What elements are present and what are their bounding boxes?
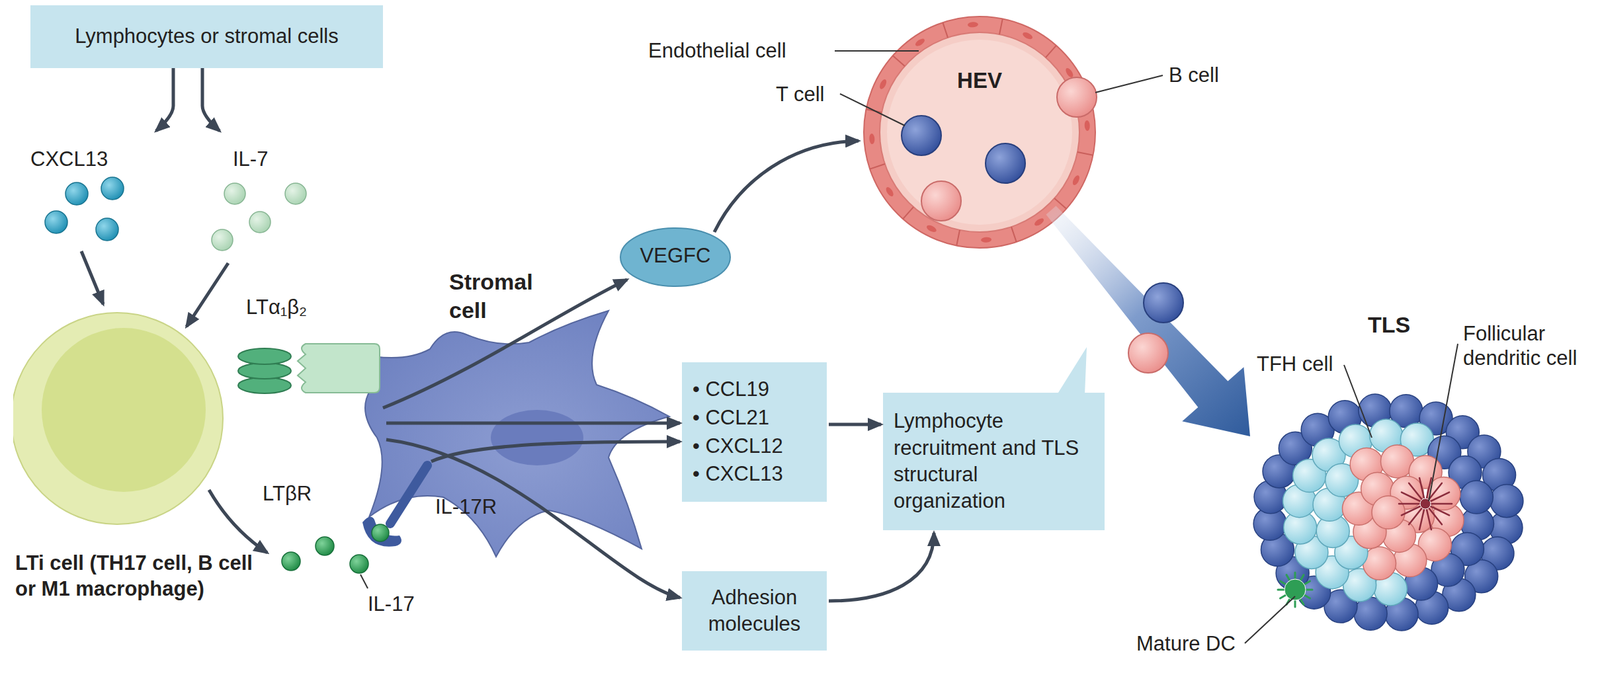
hev-vessel: HEV: [862, 15, 1097, 250]
annotation-label: LTα₁β₂: [246, 294, 333, 320]
il17-receptor: [362, 465, 428, 548]
node-text: HEV: [949, 66, 1010, 94]
node-text: VEGFC: [619, 243, 732, 270]
hev-lymphocytes: [901, 77, 1097, 221]
annotation-label: CXCL13: [30, 146, 137, 172]
source-arrow: [156, 68, 174, 131]
node-text: • CXCL13: [692, 460, 817, 489]
node-text: Adhesion molecules: [692, 584, 817, 639]
migration-arrow: [1046, 205, 1251, 437]
il17-molecules: [281, 524, 389, 574]
il7-molecules: [211, 183, 307, 251]
annotation-label: IL-17R: [435, 494, 515, 520]
flow-arrow: [828, 423, 882, 427]
chemokine-box: • CCL19• CCL21• CXCL12• CXCL13: [681, 362, 827, 503]
cxcl13-molecules: [44, 177, 124, 241]
adhesion-box: Adhesion molecules: [681, 571, 827, 651]
secretion-arrow: [209, 490, 268, 553]
annotation-label: LTβR: [262, 481, 336, 506]
source-box: Lymphocytes or stromal cells: [30, 5, 383, 69]
flow-arrow: [386, 421, 680, 426]
leader-line: [360, 574, 368, 589]
annotation-label: Endothelial cell: [648, 38, 834, 63]
leader-lines: [834, 50, 1458, 644]
flow-arrow: [386, 439, 680, 598]
node-text: LTi cell (TH17 cell, B cell or M1 macrop…: [15, 550, 267, 603]
flow-arrow: [828, 533, 934, 602]
hev-shape: [862, 15, 1097, 250]
lt-receptor: [297, 343, 380, 393]
binding-arrow: [81, 251, 104, 305]
binding-arrow: [186, 263, 229, 327]
migrating-lymphocytes: [1128, 283, 1184, 374]
annotation-label: T cell: [775, 82, 843, 107]
lti-cell-shape: [13, 304, 272, 665]
annotation-label: B cell: [1168, 62, 1242, 88]
annotation-label: IL-7: [232, 146, 293, 172]
lt-ligand: [238, 348, 292, 394]
annotation-label: Follicular dendritic cell: [1463, 321, 1579, 371]
node-text: Lymphocytes or stromal cells: [41, 23, 373, 50]
stromal-cell-shape: [330, 264, 682, 583]
callout-pointer: [1056, 347, 1087, 395]
node-text: TLS: [1355, 310, 1423, 340]
node-text: Lymphocyte recruitment and TLS structura…: [893, 408, 1095, 515]
outcome-box: Lymphocyte recruitment and TLS structura…: [883, 392, 1105, 531]
annotation-label: IL-17: [367, 591, 434, 617]
flow-arrow: [431, 441, 680, 462]
node-text: • CXCL12: [692, 432, 817, 462]
annotation-label: TFH cell: [1256, 351, 1343, 377]
annotation-label: Mature DC: [1136, 631, 1246, 657]
flow-arrow: [714, 140, 859, 233]
node-text: Stromal cell: [449, 267, 549, 325]
vegfc-oval: VEGFC: [619, 226, 732, 288]
stromal-cell: Stromal cell: [330, 264, 682, 583]
flow-arrow: [382, 279, 628, 409]
node-text: • CCL21: [692, 404, 817, 433]
lti-cell: LTi cell (TH17 cell, B cell or M1 macrop…: [13, 304, 272, 665]
source-arrow: [202, 68, 220, 131]
node-text: • CCL19: [692, 375, 817, 405]
